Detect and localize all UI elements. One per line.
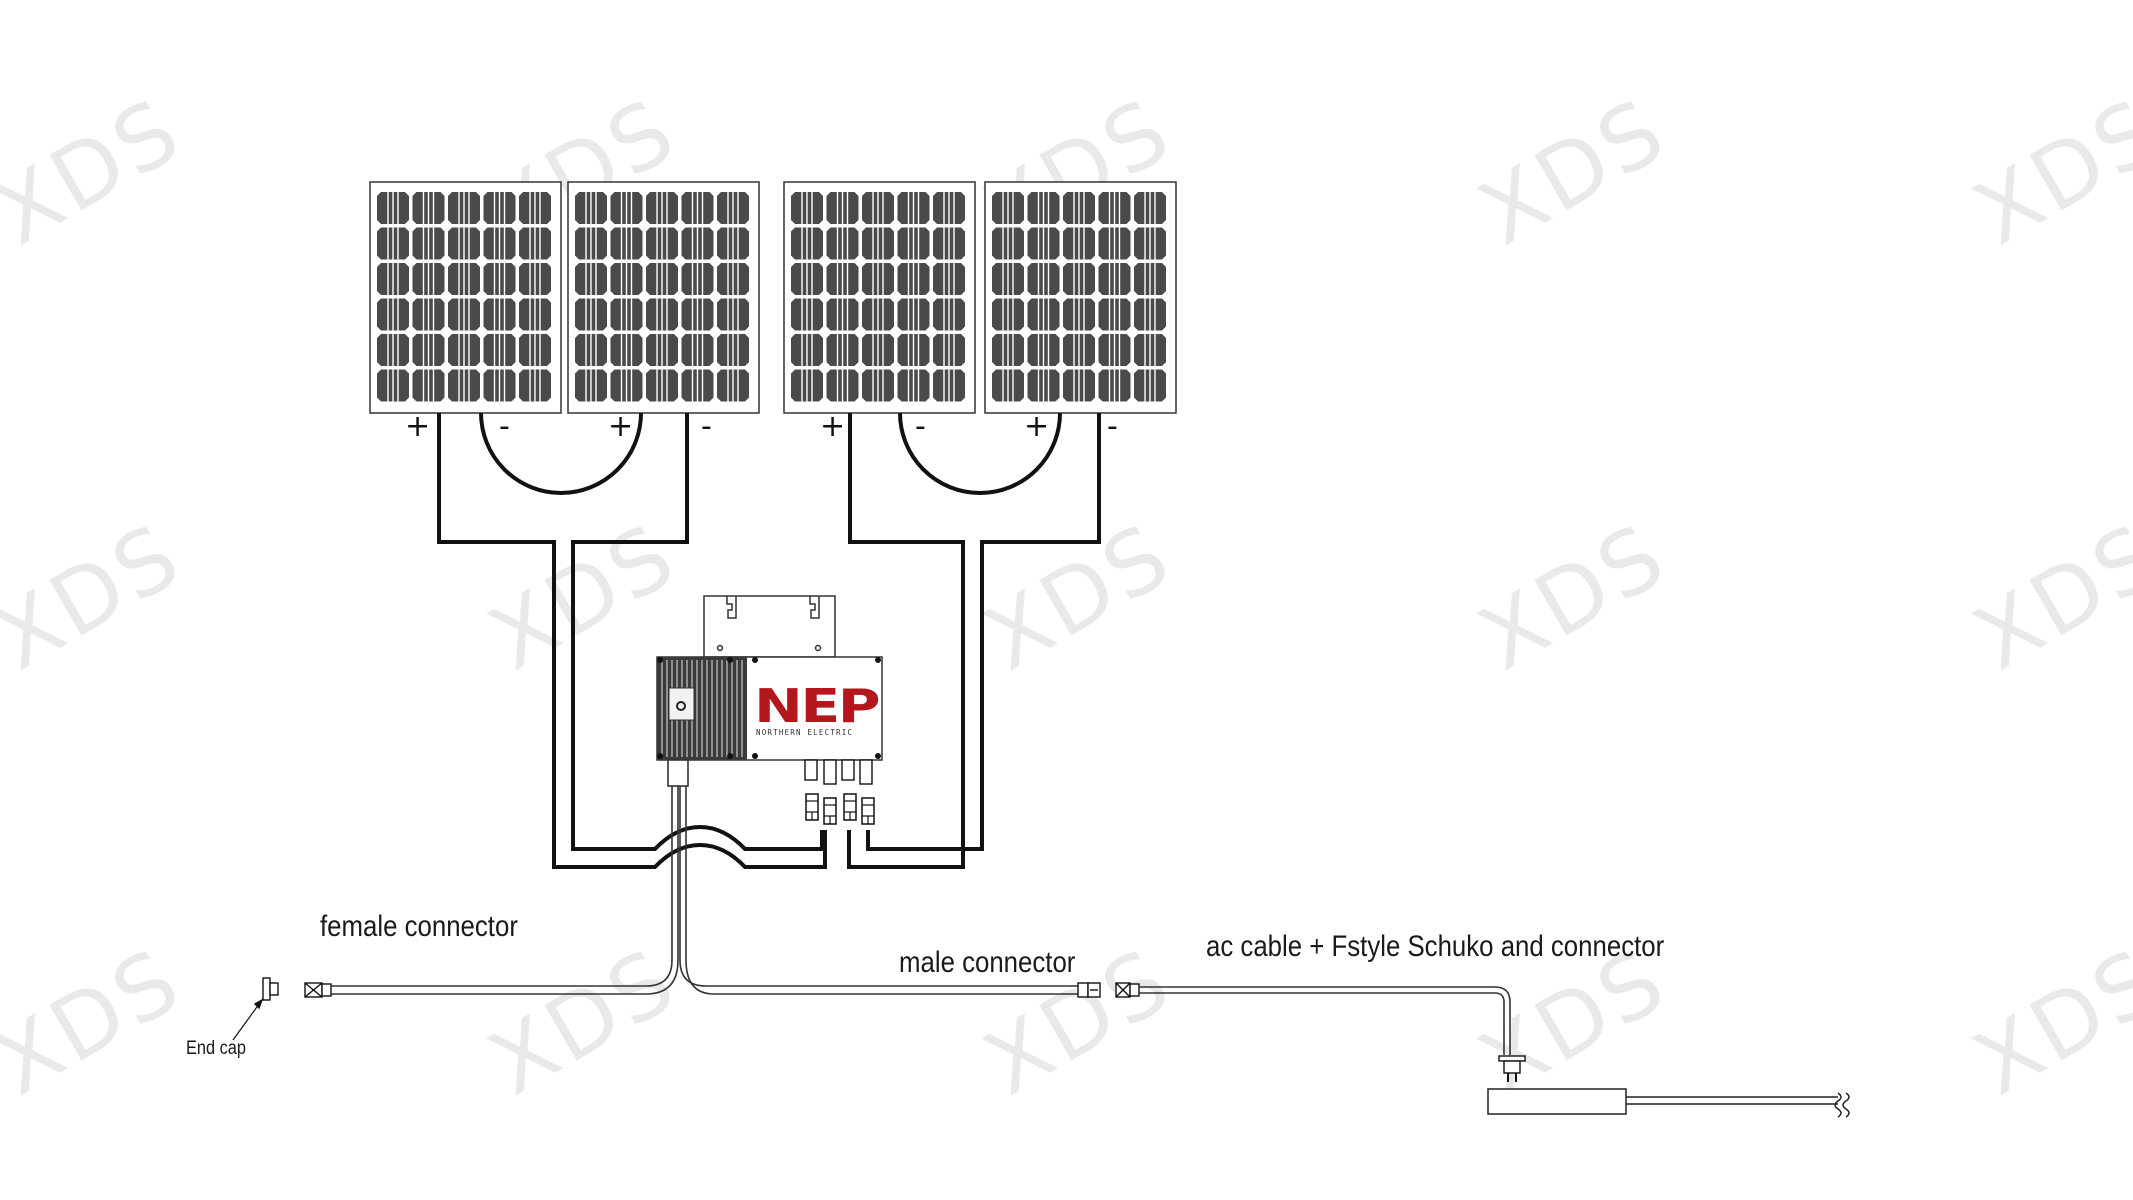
solar-panel-1 <box>370 182 561 413</box>
ac-cable-connector <box>1115 982 1140 998</box>
nep-logo: NEP <box>754 679 880 733</box>
schuko-plug-icon <box>1498 1055 1526 1082</box>
dc-wiring <box>437 412 1101 869</box>
ac-cable-label: ac cable + Fstyle Schuko and connector <box>1206 930 1665 963</box>
inverter-bracket <box>703 595 836 658</box>
female-connector-label: female connector <box>320 910 518 943</box>
ac-cable <box>1139 986 1511 1055</box>
panel-2-minus-label: - <box>701 409 712 444</box>
panel-3-plus-label: + <box>820 409 846 444</box>
panel-4-plus-label: + <box>1024 409 1050 444</box>
microinverter: NEP NORTHERN ELECTRIC <box>656 656 883 761</box>
male-connector <box>1077 982 1101 998</box>
solar-panel-2 <box>568 182 759 413</box>
power-strip <box>1487 1088 1850 1118</box>
solar-panel-3 <box>784 182 975 413</box>
svg-text:NEP: NEP <box>754 679 878 733</box>
panel-4-minus-label: - <box>1107 409 1118 444</box>
panel-1-minus-label: - <box>499 409 510 444</box>
female-connector <box>304 982 332 998</box>
male-connector-label: male connector <box>899 946 1076 979</box>
end-cap <box>232 977 279 1041</box>
panel-2-plus-label: + <box>608 409 634 444</box>
brand-subtitle: NORTHERN ELECTRIC <box>756 728 853 737</box>
end-cap-label: End cap <box>186 1038 246 1059</box>
ac-trunk-cable <box>330 759 1080 995</box>
solar-panel-4 <box>985 182 1176 413</box>
panel-1-plus-label: + <box>405 409 431 444</box>
dc-input-connectors <box>804 759 875 825</box>
panel-3-minus-label: - <box>915 409 926 444</box>
